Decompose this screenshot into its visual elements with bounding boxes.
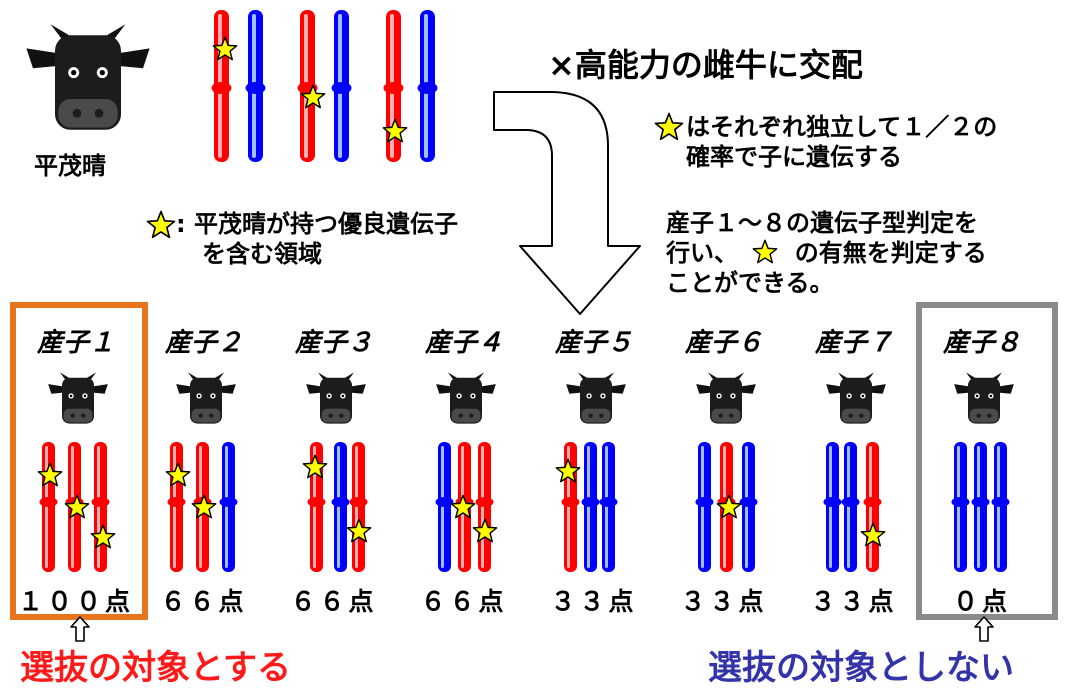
calf-6-score: ３３点 (680, 587, 768, 616)
calf-4-score: ６６点 (420, 587, 508, 616)
calf-3-score: ６６点 (290, 587, 378, 616)
not-selected-box (916, 302, 1058, 620)
bull-chromosomes (211, 10, 438, 162)
cow-face-icon (954, 372, 1014, 424)
selected-label: 選抜の対象とする (20, 648, 291, 688)
legend-line-2: を含む領域 (202, 240, 322, 268)
geno-line-2: 行い、 の有無を判定する (666, 238, 987, 268)
geno-line-1: 産子１～８の遺伝子型判定を (666, 209, 978, 237)
bull-name: 平茂晴 (34, 152, 106, 180)
cow-face-icon (566, 372, 626, 424)
calf-4-name: 産子４ (424, 328, 503, 358)
down-curved-arrow-icon (493, 91, 641, 315)
calf-7-score: ３３点 (810, 587, 898, 616)
note-line-2: 確率で子に遺伝する (686, 143, 902, 171)
legend: : 平茂晴が持つ優良遺伝子 を含む領域 (176, 209, 458, 269)
calf-3-name: 産子３ (294, 328, 373, 358)
cow-face-icon (26, 24, 150, 130)
cross-text: ×高能力の雌牛に交配 (548, 46, 863, 84)
cow-face-icon (826, 372, 886, 424)
calf-2-name: 産子２ (164, 328, 243, 358)
up-arrow-icon (70, 616, 90, 642)
star-icon (146, 210, 176, 239)
calf-5-score: ３３点 (550, 587, 638, 616)
calf-7-name: 産子７ (814, 328, 893, 358)
calf-chromosomes (37, 442, 1010, 572)
calf-2-score: ６６点 (160, 587, 248, 616)
calf-8-name: 産子８ (942, 328, 1021, 358)
up-arrow-icon (974, 616, 994, 642)
note-line-1: はそれぞれ独立して１／２の (686, 113, 998, 141)
calf-1-score: １００点 (17, 587, 134, 616)
legend-line-1: : 平茂晴が持つ優良遺伝子 (176, 210, 458, 238)
cow-face-icon (436, 372, 496, 424)
not-selected-label: 選抜の対象としない (708, 648, 1014, 688)
cow-face-icon (176, 372, 236, 424)
geno-prefix: 行い、 (666, 239, 738, 267)
genotype-note: 産子１～８の遺伝子型判定を 行い、 の有無を判定する ことができる。 (666, 208, 987, 298)
calf-5-name: 産子５ (554, 328, 633, 358)
inheritance-note: はそれぞれ独立して１／２の 確率で子に遺伝する (686, 112, 997, 172)
cow-face-icon (306, 372, 366, 424)
cow-face-icon (696, 372, 756, 424)
calf-6-name: 産子６ (684, 328, 763, 358)
geno-line-3: ことができる。 (666, 269, 834, 297)
cow-face-icon (48, 372, 108, 424)
calf-8-score: ０点 (952, 587, 1011, 616)
calf-1-name: 産子１ (36, 328, 115, 358)
geno-suffix: の有無を判定する (794, 239, 987, 267)
star-icon (752, 239, 778, 264)
